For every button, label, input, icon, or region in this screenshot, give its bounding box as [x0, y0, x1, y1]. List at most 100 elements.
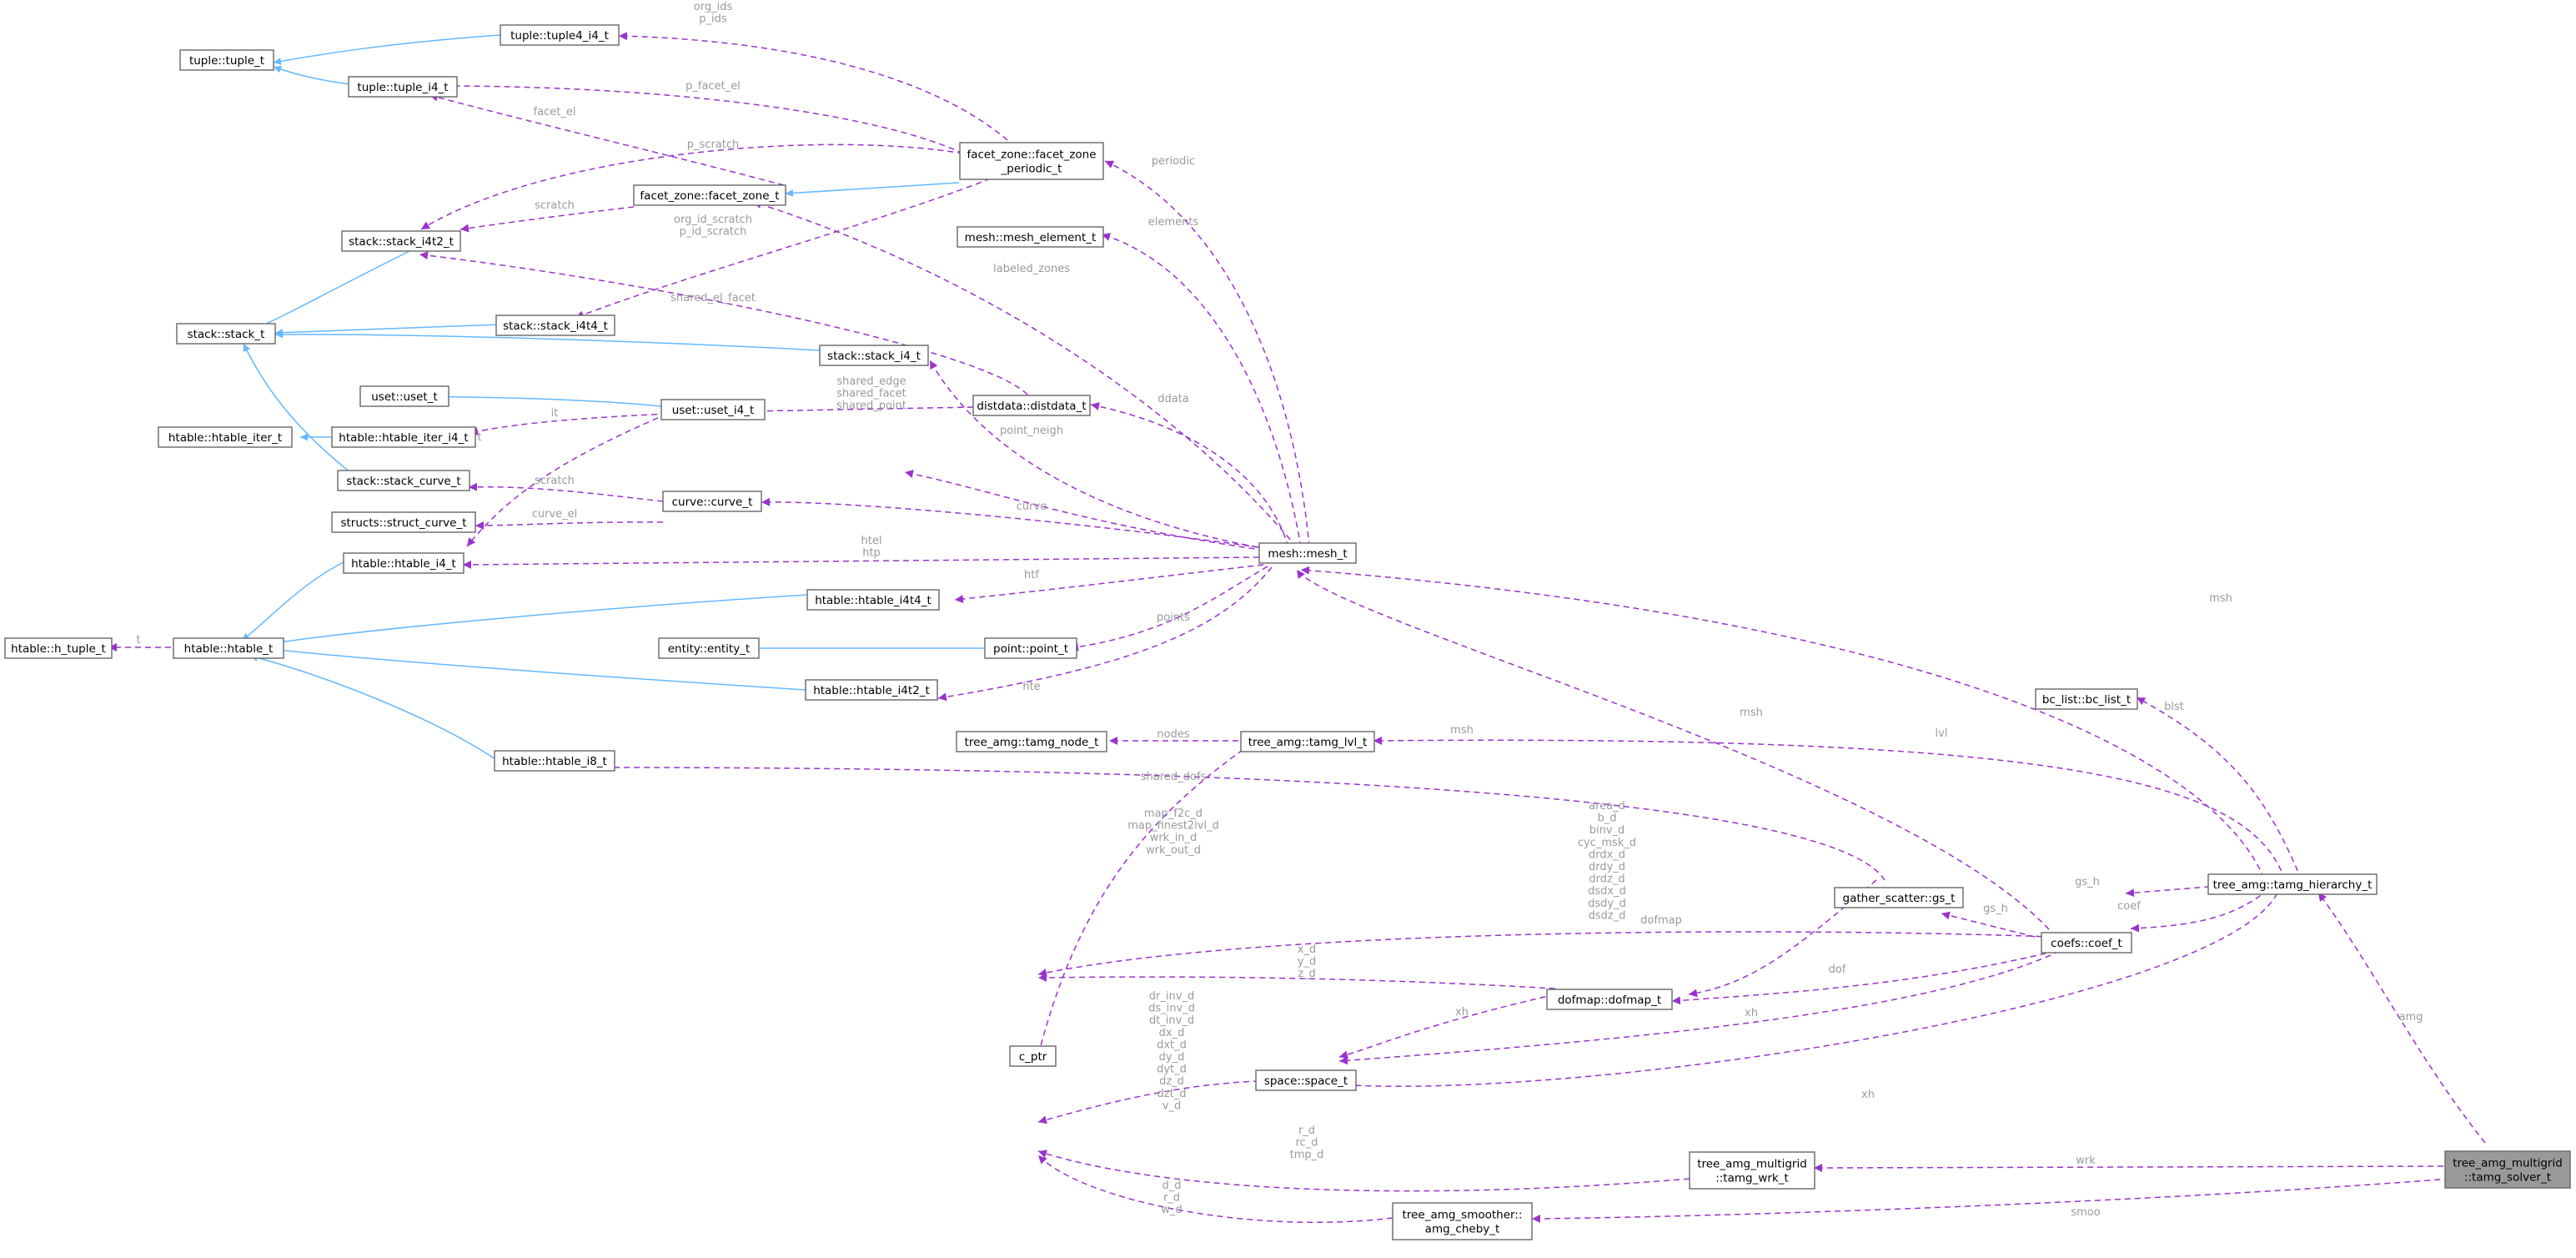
- class-node-label: htable::htable_t: [184, 642, 274, 656]
- class-node[interactable]: facet_zone::facet_zone_t: [633, 184, 786, 206]
- class-node-label: tree_amg::tamg_hierarchy_t: [2213, 878, 2373, 892]
- class-node-label: uset::uset_i4_t: [672, 404, 755, 417]
- class-node[interactable]: htable::htable_i4t2_t: [805, 679, 938, 701]
- class-node-label: htable::htable_i4t2_t: [813, 684, 930, 697]
- edge-label: shared_dofs: [1141, 771, 1207, 783]
- class-node[interactable]: gather_scatter::gs_t: [1834, 887, 1964, 908]
- class-node[interactable]: tree_amg_smoother::amg_cheby_t: [1392, 1202, 1533, 1240]
- class-node-label: htable::htable_i8_t: [502, 755, 607, 768]
- class-node-label: tree_amg::tamg_lvl_t: [1248, 736, 1368, 749]
- class-node[interactable]: distdata::distdata_t: [972, 395, 1091, 416]
- class-node[interactable]: htable::htable_iter_t: [158, 426, 293, 448]
- class-node[interactable]: htable::h_tuple_t: [4, 637, 113, 659]
- class-node[interactable]: htable::htable_i4t4_t: [806, 589, 940, 611]
- class-node-label: stack::stack_i4t4_t: [503, 320, 608, 333]
- class-node-label: tuple::tuple_i4_t: [357, 81, 448, 94]
- edge-label: p_scratch: [687, 138, 739, 151]
- class-node[interactable]: mesh::mesh_element_t: [957, 226, 1104, 248]
- class-node-label: tree_amg_smoother::: [1403, 1209, 1523, 1222]
- class-node[interactable]: htable::htable_iter_i4_t: [331, 426, 476, 448]
- class-node-label: entity::entity_t: [668, 642, 751, 656]
- class-node[interactable]: uset::uset_t: [359, 385, 449, 407]
- class-node[interactable]: mesh::mesh_t: [1258, 542, 1357, 564]
- edge-label: labeled_zones: [993, 263, 1070, 275]
- class-node[interactable]: coefs::coef_t: [2041, 932, 2132, 954]
- edge-label: p_facet_el: [685, 80, 741, 93]
- edge-label: gs_h: [2075, 876, 2100, 888]
- edge-label: periodic: [1152, 155, 1195, 168]
- class-node-label: tuple::tuple_t: [189, 54, 264, 68]
- class-node-label: stack::stack_i4t2_t: [349, 235, 454, 249]
- class-node-label: ::tamg_solver_t: [2464, 1171, 2551, 1185]
- class-node[interactable]: tuple::tuple_i4_t: [348, 76, 458, 98]
- class-node-label: coefs::coef_t: [2051, 937, 2122, 950]
- class-node-label: ::tamg_wrk_t: [1715, 1172, 1789, 1185]
- class-node[interactable]: htable::htable_i8_t: [494, 750, 615, 772]
- edge-label: amg: [2399, 1011, 2423, 1024]
- class-node[interactable]: bc_list::bc_list_t: [2035, 688, 2138, 710]
- class-node[interactable]: stack::stack_t: [176, 323, 276, 345]
- class-node-label: tuple::tuple4_i4_t: [510, 29, 609, 43]
- class-node[interactable]: tree_amg::tamg_node_t: [956, 731, 1107, 752]
- edge-label: curve: [1017, 501, 1047, 513]
- class-node-label: htable::htable_i4t4_t: [815, 594, 931, 607]
- class-node-label: bc_list::bc_list_t: [2042, 693, 2131, 707]
- edge-label: msh: [1740, 707, 1763, 719]
- edge-label: msh: [2209, 592, 2232, 605]
- edge-label: scratch: [535, 475, 575, 487]
- class-node[interactable]: space::space_t: [1255, 1069, 1357, 1091]
- edge-label: dof: [1829, 964, 1846, 976]
- class-node[interactable]: htable::htable_i4_t: [343, 552, 464, 574]
- class-node[interactable]: stack::stack_i4_t: [819, 345, 929, 366]
- class-node-label: tree_amg_multigrid: [1697, 1158, 1807, 1171]
- class-node-label: htable::h_tuple_t: [11, 642, 106, 656]
- class-node-label: mesh::mesh_t: [1268, 547, 1347, 561]
- class-node[interactable]: point::point_t: [984, 637, 1077, 659]
- class-node[interactable]: c_ptr: [1009, 1045, 1057, 1067]
- class-node[interactable]: htable::htable_t: [173, 637, 284, 659]
- class-nodes: tuple::tuple_t tuple::tuple4_i4_t tuple:…: [4, 24, 2571, 1240]
- inheritance-edges: [241, 34, 984, 762]
- class-node-selected[interactable]: tree_amg_multigrid::tamg_solver_t: [2444, 1150, 2571, 1189]
- class-node-label: htable::htable_iter_i4_t: [339, 431, 468, 445]
- class-node[interactable]: tree_amg::tamg_hierarchy_t: [2207, 873, 2378, 895]
- class-node[interactable]: curve::curve_t: [662, 491, 762, 512]
- class-node[interactable]: tuple::tuple4_i4_t: [500, 24, 620, 46]
- edge-label: point_neigh: [1000, 425, 1063, 437]
- class-node[interactable]: tuple::tuple_t: [179, 49, 274, 71]
- class-node-label: tree_amg_multigrid: [2453, 1157, 2563, 1170]
- class-node[interactable]: stack::stack_i4t4_t: [495, 314, 615, 336]
- class-node-label: tree_amg::tamg_node_t: [965, 736, 1099, 749]
- class-node[interactable]: structs::struct_curve_t: [331, 511, 476, 533]
- class-node-label: mesh::mesh_element_t: [965, 231, 1097, 244]
- class-node[interactable]: tree_amg::tamg_lvl_t: [1240, 731, 1375, 752]
- edge-label: curve_el: [532, 508, 578, 521]
- edge-label: t: [136, 634, 140, 647]
- class-node-label: stack::stack_curve_t: [346, 475, 460, 488]
- class-node-label: htable::htable_i4_t: [351, 557, 456, 571]
- edge-label: coef: [2117, 900, 2141, 913]
- class-node[interactable]: facet_zone::facet_zone_periodic_t: [959, 142, 1104, 180]
- class-node[interactable]: stack::stack_i4t2_t: [341, 230, 461, 252]
- class-node[interactable]: stack::stack_curve_t: [337, 470, 470, 491]
- class-node-label: htable::htable_iter_t: [168, 431, 282, 445]
- class-node-label: gather_scatter::gs_t: [1843, 892, 1956, 905]
- class-node[interactable]: entity::entity_t: [658, 637, 760, 659]
- edge-label: htf: [1024, 569, 1039, 581]
- class-node[interactable]: dofmap::dofmap_t: [1546, 989, 1673, 1010]
- edge-label: blst: [2164, 701, 2184, 713]
- class-node[interactable]: tree_amg_multigrid::tamg_wrk_t: [1689, 1151, 1815, 1190]
- class-node[interactable]: uset::uset_i4_t: [660, 399, 766, 420]
- edge-label: t: [477, 431, 481, 444]
- edge-label: wrk: [2076, 1155, 2096, 1167]
- class-node-label: space::space_t: [1264, 1074, 1348, 1088]
